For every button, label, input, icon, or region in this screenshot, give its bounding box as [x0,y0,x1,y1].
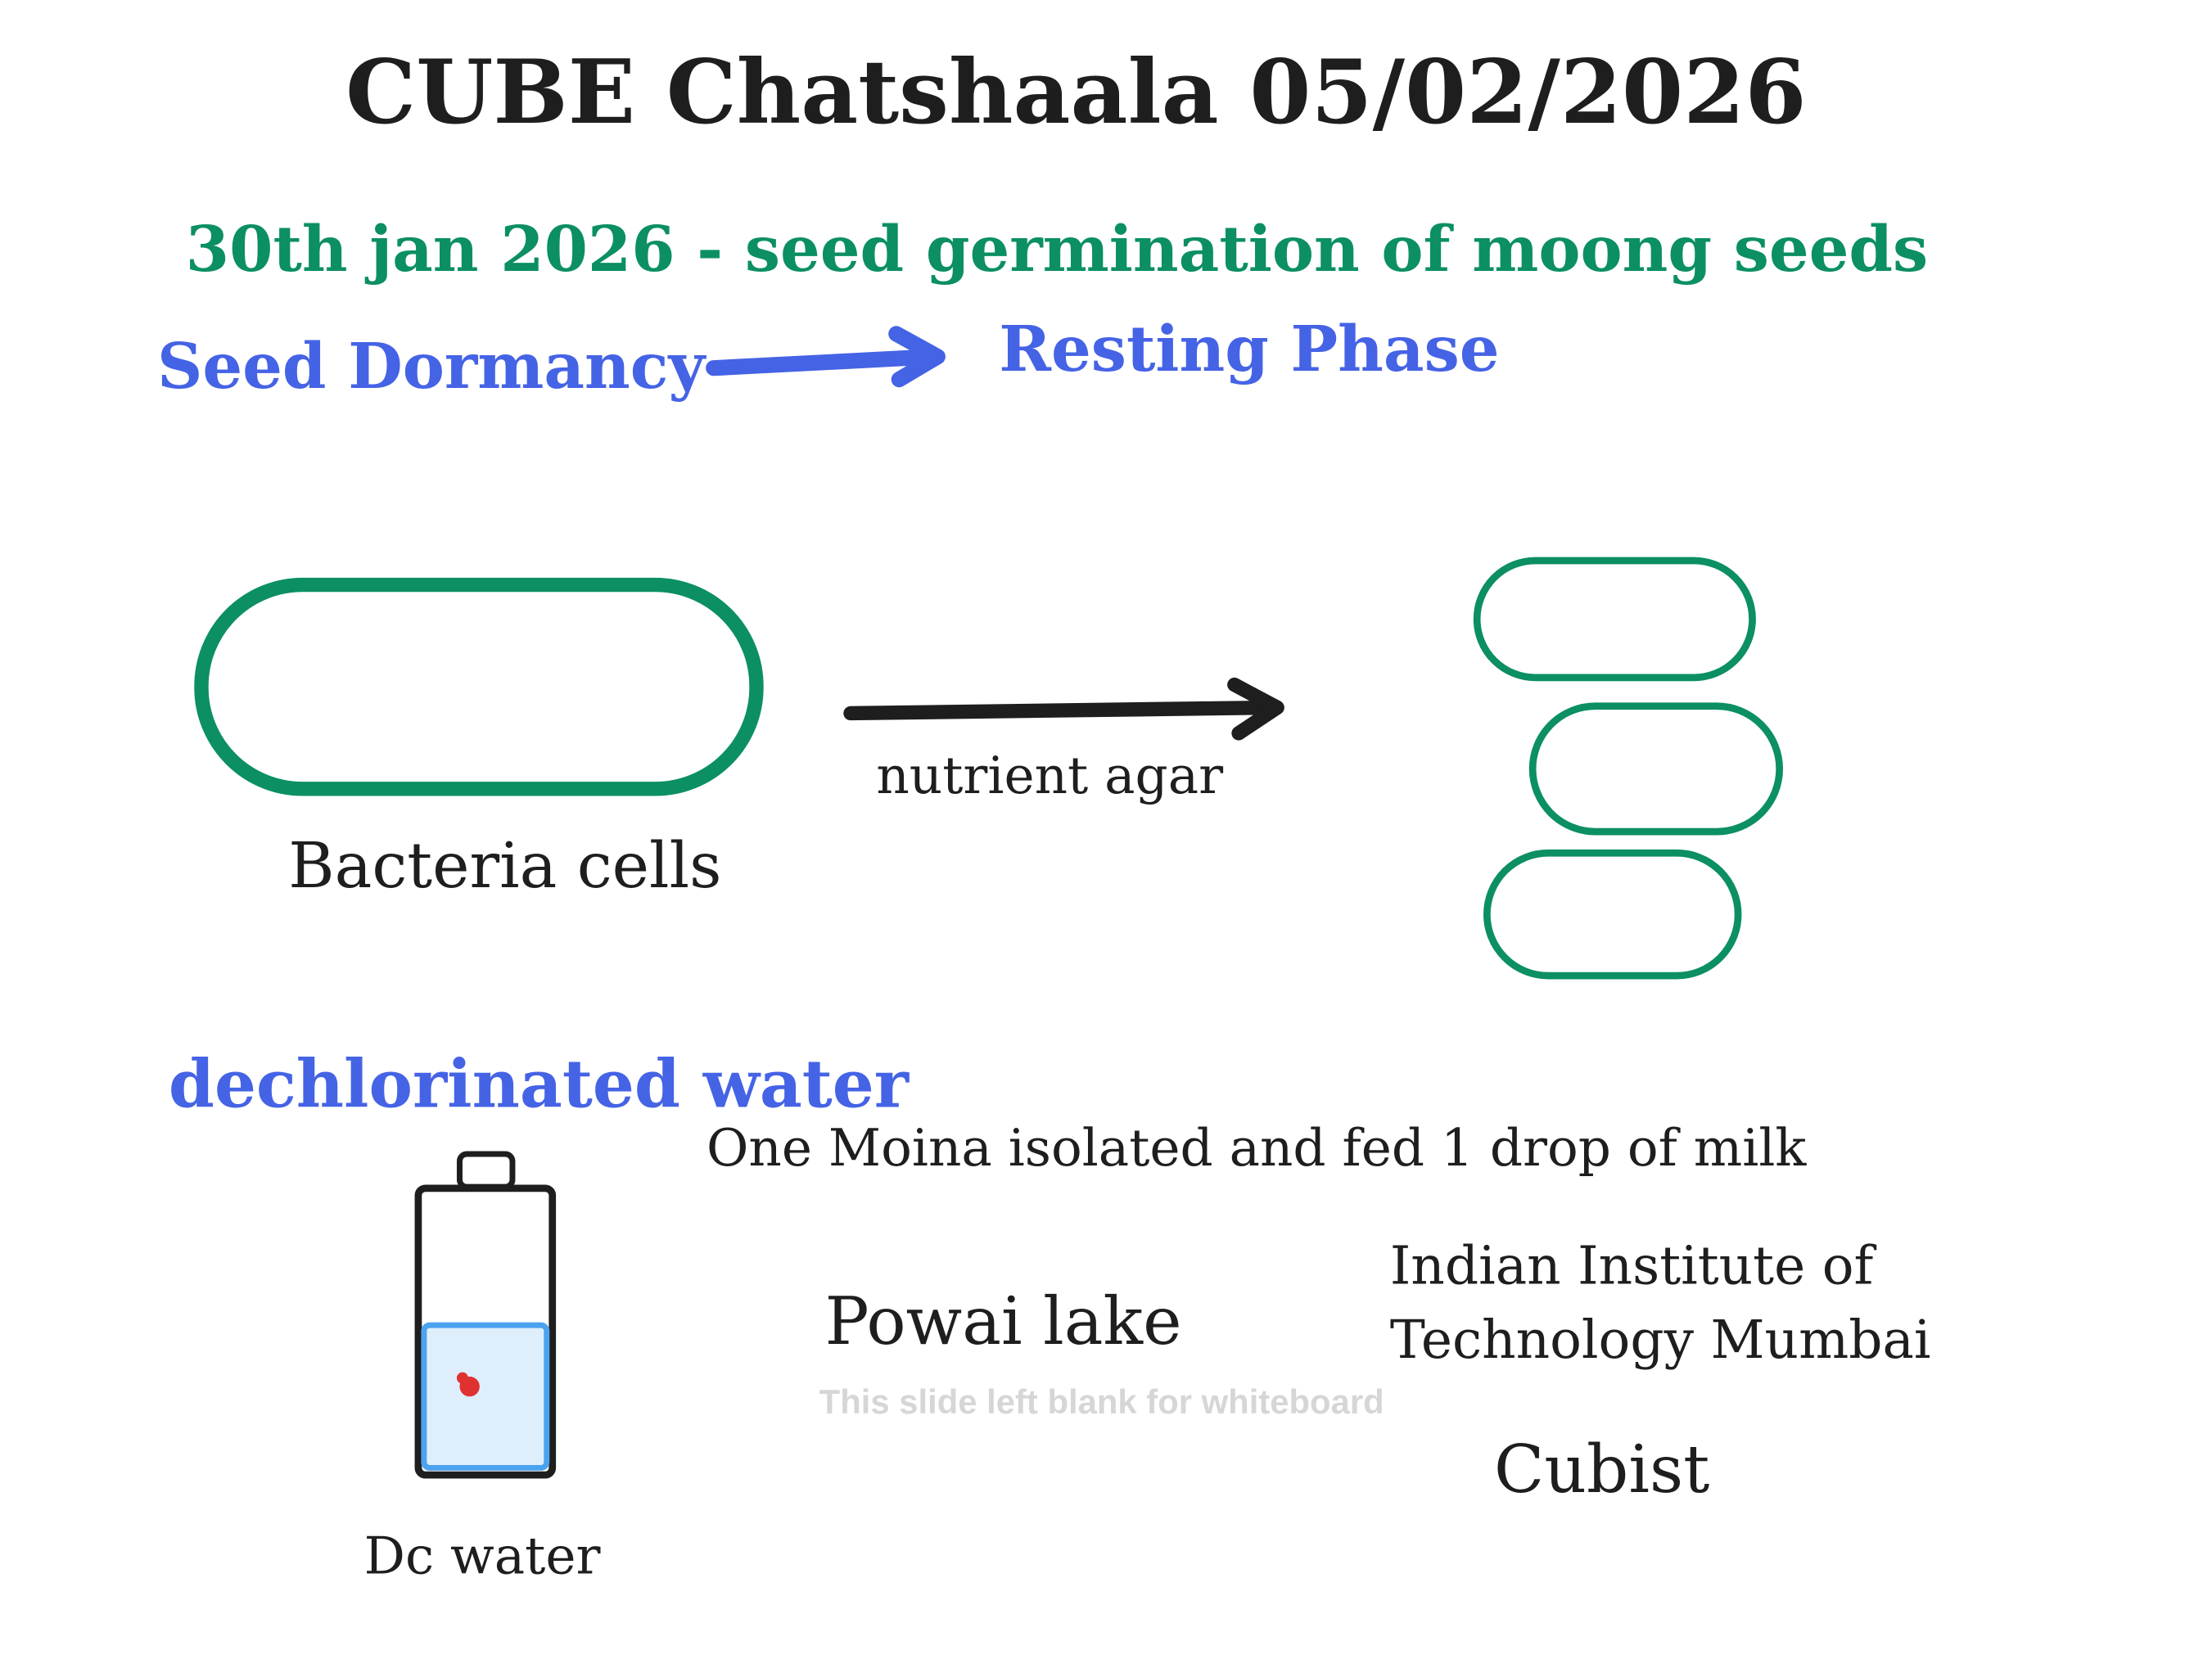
bottle-label: Dc water [364,1526,601,1585]
subtitle-text: 30th jan 2026 - seed germination of moon… [186,213,1928,286]
water-bottle-icon [414,1151,557,1479]
bacteria-cells-label: Bacteria cells [288,830,721,903]
moina-note: One Moina isolated and fed 1 drop of mil… [706,1118,1807,1178]
bacteria-cell-large [194,577,764,796]
cubist-text: Cubist [1494,1431,1709,1508]
whiteboard-placeholder: This slide left blank for whiteboard [819,1382,1384,1421]
bacteria-cell-small [1528,702,1784,836]
nutrient-agar-label: nutrient agar [876,746,1223,805]
bacteria-cell-small [1473,557,1756,682]
arrow-right-icon [706,326,946,388]
iit-line-1: Indian Institute of [1390,1236,1877,1297]
page-title: CUBE Chatshaala 05/02/2026 [345,41,1806,144]
resting-phase-text: Resting Phase [999,313,1499,386]
powai-lake-text: Powai lake [825,1283,1182,1359]
iit-line-2: Technology Mumbai [1390,1310,1931,1371]
dechlorinated-water-label: dechlorinated water [169,1045,910,1122]
arrow-right-icon [843,677,1284,741]
bacteria-cell-small [1483,849,1742,980]
seed-dormancy-text: Seed Dormancy [157,330,706,403]
